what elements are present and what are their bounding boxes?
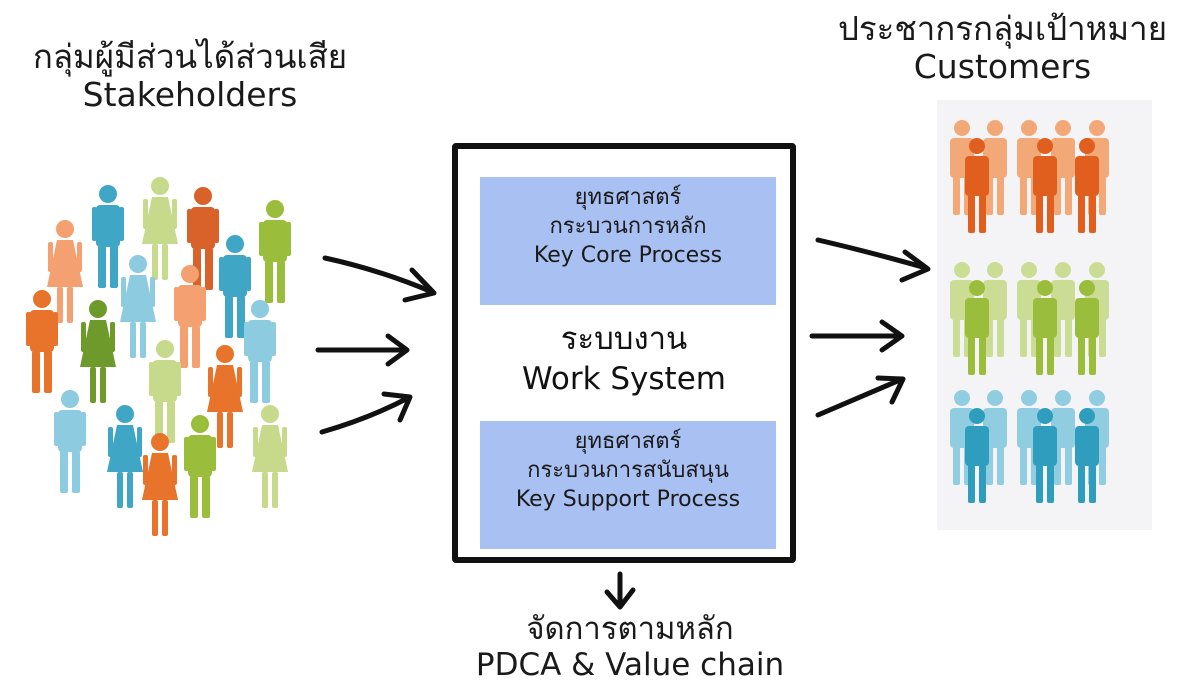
support-line1: ยุทธศาสตร์ xyxy=(574,429,682,454)
customers-label-en: Customers xyxy=(913,46,1092,86)
pdca-note-en: PDCA & Value chain xyxy=(475,646,785,683)
arrow-cust-top-head xyxy=(899,249,931,283)
work-system-box: ยุทธศาสตร์ กระบวนการหลัก Key Core Proces… xyxy=(452,143,796,563)
core-line2: กระบวนการหลัก xyxy=(549,214,707,240)
core-line3: Key Core Process xyxy=(533,243,723,269)
stakeholders-label-en: Stakeholders xyxy=(82,74,298,114)
work-system-label: ระบบงาน Work System xyxy=(458,319,790,400)
customers-label-th: ประชากรกลุ่มเป้าหมาย xyxy=(837,9,1168,48)
pdca-note-th: จัดการตามหลัก xyxy=(526,611,734,647)
stakeholders-label-th: กลุ่มผู้มีส่วนได้ส่วนเสีย xyxy=(32,37,348,76)
customers-groups-illustration xyxy=(937,100,1152,530)
arrow-down-head xyxy=(604,587,636,610)
stakeholders-crowd-illustration xyxy=(20,168,310,540)
key-support-process-box: ยุทธศาสตร์ กระบวนการสนับสนุน Key Support… xyxy=(480,421,776,549)
arrow-stake-top-head xyxy=(402,267,437,303)
stakeholders-heading: กลุ่มผู้มีส่วนได้ส่วนเสีย Stakeholders xyxy=(10,38,370,114)
core-line1: ยุทธศาสตร์ xyxy=(574,185,682,210)
arrow-stake-bot-head xyxy=(381,391,413,423)
arrow-stake-top xyxy=(322,255,435,295)
arrow-cust-mid-head xyxy=(879,319,905,353)
key-core-process-box: ยุทธศาสตร์ กระบวนการหลัก Key Core Proces… xyxy=(480,177,776,305)
arrow-stake-bot xyxy=(319,395,411,435)
arrow-cust-bot-head xyxy=(875,375,906,405)
support-line3: Key Support Process xyxy=(515,487,741,513)
arrow-stake-mid-head xyxy=(385,333,410,367)
support-line2: กระบวนการสนับสนุน xyxy=(527,458,729,484)
arrow-cust-bot xyxy=(815,377,903,418)
work-system-label-th: ระบบงาน xyxy=(560,321,688,357)
customers-heading: ประชากรกลุ่มเป้าหมาย Customers xyxy=(810,10,1195,86)
pdca-note: จัดการตามหลัก PDCA & Value chain xyxy=(440,611,820,683)
arrow-cust-top xyxy=(815,237,929,271)
work-system-label-en: Work System xyxy=(522,361,726,398)
